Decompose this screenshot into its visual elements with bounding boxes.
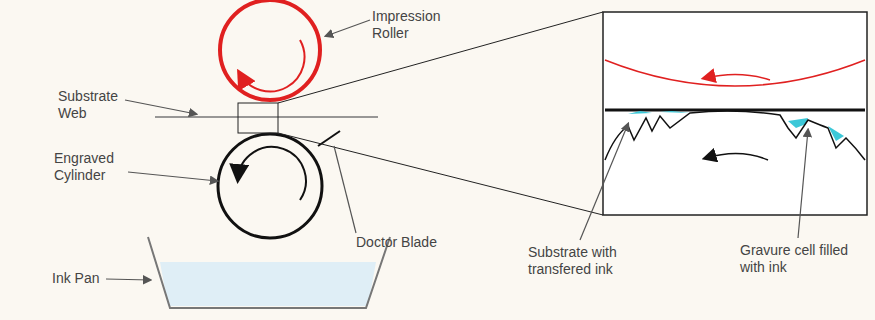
substrate-web	[155, 116, 378, 118]
blade-label: Doctor Blade	[356, 234, 456, 251]
ink-pan	[148, 237, 390, 308]
rotation-arrow	[240, 40, 304, 91]
zoom-box	[603, 12, 867, 215]
pan-label: Ink Pan	[52, 270, 108, 287]
ink	[160, 262, 376, 306]
rotation-arrow	[238, 147, 306, 200]
substrate-label: Substrate with transfered ink	[528, 244, 658, 278]
cylinder-label: Engraved Cylinder	[54, 150, 130, 184]
impression-roller	[220, 0, 320, 100]
zoom-region	[238, 103, 278, 133]
engraved-cylinder	[218, 134, 322, 238]
cell-label: Gravure cell filled with ink	[740, 242, 850, 276]
web-label: Substrate Web	[58, 88, 128, 122]
roller-label: Impression Roller	[372, 8, 452, 42]
